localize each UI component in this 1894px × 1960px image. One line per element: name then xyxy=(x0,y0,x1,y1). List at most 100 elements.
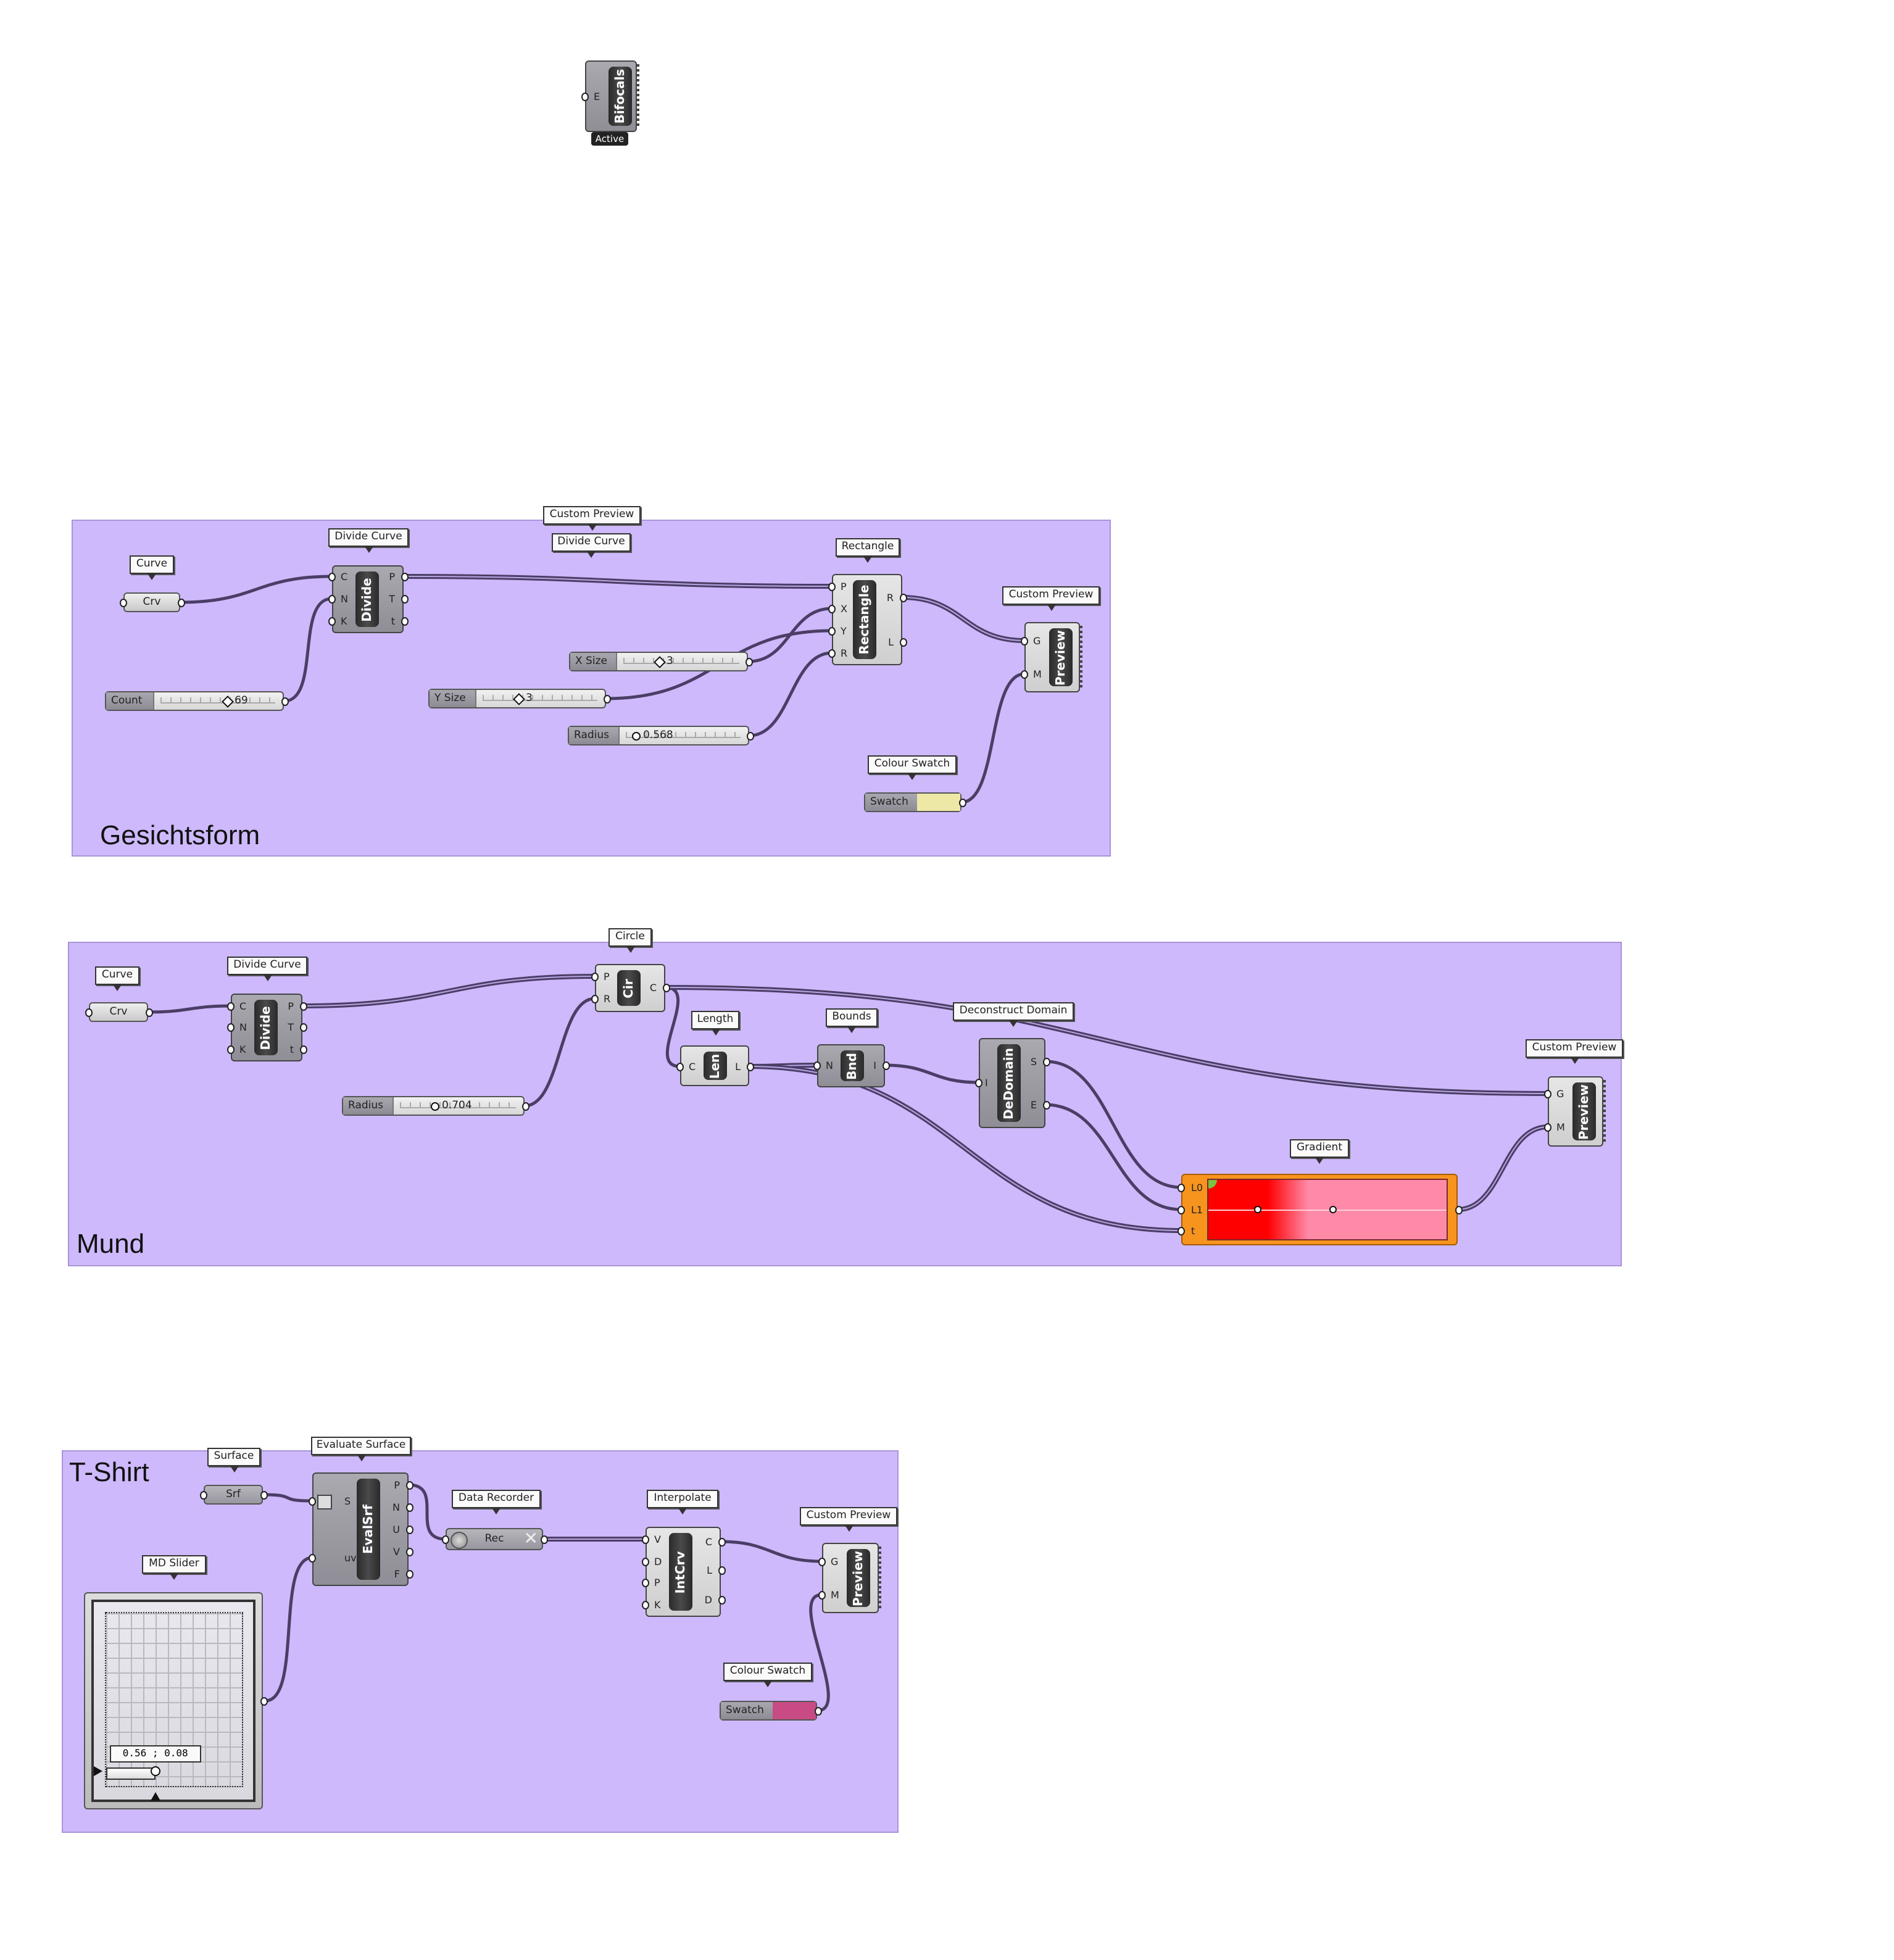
surface-param[interactable]: Srf xyxy=(200,1485,268,1505)
input-port[interactable] xyxy=(1544,1123,1551,1132)
slider-track[interactable] xyxy=(160,697,275,704)
input-port[interactable] xyxy=(828,605,836,613)
output-port[interactable] xyxy=(406,1570,413,1579)
output-port[interactable] xyxy=(406,1548,413,1556)
input-port[interactable] xyxy=(1021,670,1028,679)
input-port[interactable] xyxy=(442,1535,449,1544)
output-port[interactable] xyxy=(747,1063,754,1071)
output-port[interactable] xyxy=(178,599,185,607)
colour-swatch[interactable]: Swatch xyxy=(864,792,966,812)
output-port[interactable] xyxy=(406,1503,413,1512)
output-port[interactable] xyxy=(281,697,289,706)
input-port[interactable] xyxy=(581,93,589,101)
output-port[interactable] xyxy=(883,1061,890,1070)
output-port[interactable] xyxy=(1455,1206,1463,1215)
input-port[interactable] xyxy=(200,1491,207,1500)
output-port[interactable] xyxy=(406,1481,413,1490)
reparameterize-icon[interactable] xyxy=(317,1495,332,1509)
output-port[interactable] xyxy=(718,1566,726,1575)
output-port[interactable] xyxy=(604,695,611,704)
input-port[interactable] xyxy=(975,1079,982,1087)
input-port[interactable] xyxy=(328,595,336,604)
input-port[interactable] xyxy=(328,617,336,626)
input-port[interactable] xyxy=(120,599,127,607)
output-port[interactable] xyxy=(541,1535,548,1544)
slider-track[interactable] xyxy=(626,732,741,738)
colour-swatch[interactable]: Swatch xyxy=(720,1701,822,1721)
input-port[interactable] xyxy=(227,1023,235,1032)
input-port[interactable] xyxy=(328,573,336,581)
input-port[interactable] xyxy=(309,1554,316,1563)
output-port[interactable] xyxy=(260,1491,268,1500)
input-port[interactable] xyxy=(227,1002,235,1011)
input-port[interactable] xyxy=(828,627,836,636)
output-port[interactable] xyxy=(815,1707,822,1716)
input-port[interactable] xyxy=(642,1579,649,1587)
input-port[interactable] xyxy=(642,1558,649,1566)
output-port[interactable] xyxy=(260,1697,268,1706)
input-port[interactable] xyxy=(828,583,836,591)
input-port[interactable] xyxy=(642,1601,649,1609)
input-port[interactable] xyxy=(1178,1206,1185,1215)
slider-track[interactable] xyxy=(623,658,739,664)
clear-x-icon[interactable]: ✕ xyxy=(523,1529,538,1549)
input-port[interactable] xyxy=(642,1535,649,1544)
input-port[interactable] xyxy=(591,995,599,1003)
input-port[interactable] xyxy=(309,1497,316,1506)
output-port[interactable] xyxy=(718,1596,726,1605)
record-toggle-icon[interactable] xyxy=(451,1532,468,1549)
input-port[interactable] xyxy=(227,1045,235,1054)
output-port[interactable] xyxy=(663,984,670,992)
input-port[interactable] xyxy=(1178,1227,1185,1235)
slider-track[interactable] xyxy=(400,1102,516,1108)
swatch-color[interactable] xyxy=(773,1702,816,1719)
output-port[interactable] xyxy=(900,594,907,602)
output-port[interactable] xyxy=(406,1526,413,1534)
gradient-grip[interactable] xyxy=(1254,1206,1261,1213)
input-port[interactable] xyxy=(1544,1090,1551,1098)
output-port[interactable] xyxy=(401,573,409,581)
input-port[interactable] xyxy=(1021,637,1028,646)
output-port[interactable] xyxy=(401,595,409,604)
input-port[interactable] xyxy=(818,1591,826,1600)
input-port[interactable] xyxy=(676,1063,684,1071)
output-port[interactable] xyxy=(300,1045,307,1054)
output-port[interactable] xyxy=(300,1002,307,1011)
curve-param[interactable]: Crv xyxy=(85,1002,153,1022)
output-port[interactable] xyxy=(718,1538,726,1547)
output-port[interactable] xyxy=(746,658,753,666)
slider-grip-circle[interactable] xyxy=(431,1102,439,1111)
output-port[interactable] xyxy=(959,799,966,807)
md-slider-pad[interactable]: 0.56 ; 0.08 xyxy=(91,1600,255,1802)
curve-param[interactable]: Crv xyxy=(120,592,185,612)
slider-track[interactable] xyxy=(483,695,597,701)
output-port[interactable] xyxy=(1043,1101,1050,1110)
input-port[interactable] xyxy=(813,1061,821,1070)
output-port[interactable] xyxy=(1043,1058,1050,1066)
output-port[interactable] xyxy=(747,732,754,741)
output-port[interactable] xyxy=(401,617,409,626)
input-port[interactable] xyxy=(828,649,836,658)
output-port[interactable] xyxy=(146,1008,153,1017)
input-port[interactable] xyxy=(591,973,599,981)
input-port[interactable] xyxy=(85,1008,93,1017)
